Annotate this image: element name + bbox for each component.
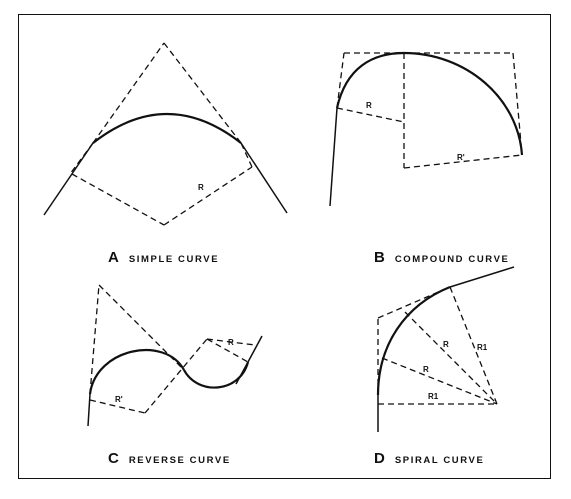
simple-arc <box>92 112 242 144</box>
caption-letter-d: D <box>374 450 385 467</box>
radius-line-right <box>163 166 253 226</box>
r1-label-top: R1 <box>477 343 488 352</box>
radius-label-b: R <box>366 101 372 110</box>
caption-a: A SIMPLE CURVE <box>108 249 219 266</box>
tangent-left <box>329 107 338 207</box>
compound-curve-diagram: R R' <box>329 51 524 207</box>
caption-d: D SPIRAL CURVE <box>374 450 484 467</box>
tangent-right <box>240 142 288 214</box>
radius-right <box>240 142 253 168</box>
caption-letter-a: A <box>108 249 119 266</box>
radius-label-c: R <box>228 338 234 347</box>
caption-name-d: SPIRAL CURVE <box>394 455 485 466</box>
radius-left <box>69 142 94 175</box>
spiral-arc <box>376 285 451 396</box>
reverse-arc-right <box>183 361 250 389</box>
radius-label-d: R <box>443 340 449 349</box>
tangent-extension-left <box>92 42 165 144</box>
caption-name-a: SIMPLE CURVE <box>128 254 220 265</box>
reverse-curve-diagram: R' R <box>87 284 263 427</box>
compound-arc-small <box>335 51 405 109</box>
tangent-right <box>512 52 523 156</box>
radius2-label-c: R' <box>115 395 123 404</box>
tangent-left <box>87 393 91 427</box>
caption-letter-b: B <box>374 249 385 266</box>
radius-r1-upper <box>449 286 498 405</box>
tangent-right-extension <box>206 338 256 346</box>
caption-c: C REVERSE CURVE <box>108 450 231 467</box>
figure-frame <box>18 14 551 479</box>
radius-r <box>206 338 249 363</box>
tangent-top <box>449 266 515 288</box>
radius2-label-b: R' <box>457 153 465 162</box>
reverse-arc-left <box>88 348 185 395</box>
caption-name-c: REVERSE CURVE <box>128 455 231 466</box>
radius-label-a: R <box>198 183 204 192</box>
radius-line-left <box>71 173 165 226</box>
caption-b: B COMPOUND CURVE <box>374 249 509 266</box>
radius-common <box>144 338 208 414</box>
r1-label-bottom: R1 <box>428 392 439 401</box>
caption-name-b: COMPOUND CURVE <box>394 254 510 265</box>
radius-r-upper <box>404 311 498 405</box>
tangent-extension-right <box>163 42 242 144</box>
radius-r-lower <box>381 357 498 405</box>
compound-arc-large <box>403 51 524 156</box>
radius2-label-d: R <box>423 365 429 374</box>
simple-curve-diagram: R <box>43 42 288 226</box>
radius-r <box>336 107 405 123</box>
tangent-left-extension <box>89 284 100 395</box>
spiral-curve-diagram: R R R1 R1 <box>376 266 515 432</box>
caption-letter-c: C <box>108 450 119 467</box>
tangent-right <box>247 335 263 363</box>
